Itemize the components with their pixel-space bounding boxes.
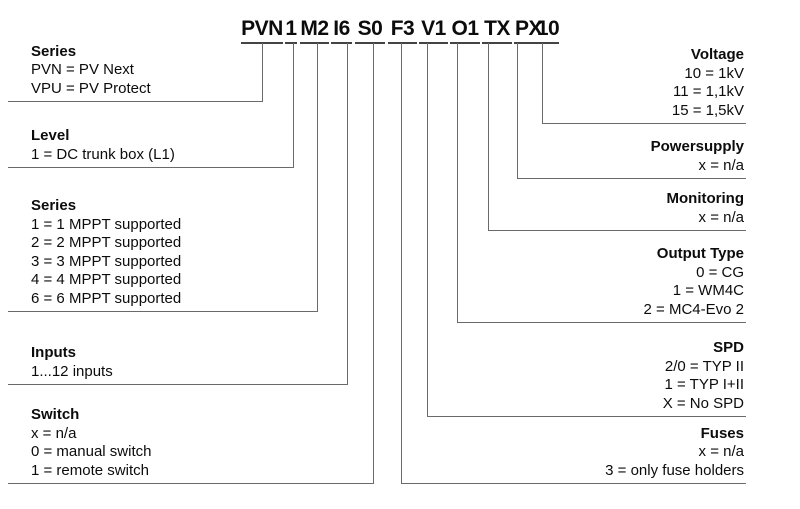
code-segment-i6: I6 <box>331 16 352 44</box>
section-line: 0 = manual switch <box>31 443 152 460</box>
section-line: x = n/a <box>698 208 744 226</box>
connector-i6-inputs <box>347 43 348 385</box>
section-line: 1...12 inputs <box>31 362 113 380</box>
section-title: Monitoring <box>666 190 744 207</box>
section-voltage: Voltage 10 = 1kV 11 = 1,1kV 15 = 1,5kV <box>542 46 746 124</box>
section-line: VPU = PV Protect <box>31 79 151 97</box>
code-segment-pvn: PVN <box>241 16 283 44</box>
connector-1-level <box>293 43 294 168</box>
section-line: 2 = 2 MPPT supported <box>31 234 182 251</box>
section-line: 2 = MC4-Evo 2 <box>643 300 744 318</box>
section-level: Level 1 = DC trunk box (L1) <box>8 127 293 168</box>
section-switch: Switch x = n/a 0 = manual switch 1 = rem… <box>8 406 373 484</box>
connector-pvn-series <box>262 43 263 102</box>
section-line: x = n/a <box>31 424 77 442</box>
section-title: Powersupply <box>650 138 744 155</box>
connector-10-voltage <box>542 43 543 124</box>
section-line: 11 = 1,1kV <box>672 83 744 100</box>
code-segment-10: 10 <box>537 16 560 44</box>
code-segment-o1: O1 <box>450 16 480 44</box>
section-line: X = No SPD <box>662 394 744 412</box>
section-line: 1 = remote switch <box>31 461 149 479</box>
connector-v1-spd <box>427 43 428 417</box>
connector-m2-series-mppt <box>317 43 318 312</box>
section-title: SPD <box>713 339 744 356</box>
connector-px-powersupply <box>517 43 518 179</box>
code-segment-f3: F3 <box>388 16 417 44</box>
section-line: 3 = 3 MPPT supported <box>31 252 182 270</box>
section-powersupply: Powersupply x = n/a <box>517 138 746 179</box>
section-line: 10 = 1kV <box>684 64 744 82</box>
section-title: Series <box>31 197 77 214</box>
section-series-mppt: Series 1 = 1 MPPT supported 2 = 2 MPPT s… <box>8 197 317 312</box>
section-line: 6 = 6 MPPT supported <box>31 289 182 307</box>
code-segment-px: PX <box>514 16 543 44</box>
section-line: 1 = 1 MPPT supported <box>31 215 182 233</box>
section-line: 15 = 1,5kV <box>671 101 744 119</box>
section-line: x = n/a <box>698 443 744 460</box>
section-output-type: Output Type 0 = CG 1 = WM4C 2 = MC4-Evo … <box>457 245 746 323</box>
section-line: 2/0 = TYP II <box>664 357 744 375</box>
section-line: 1 = DC trunk box (L1) <box>31 145 175 163</box>
section-line: 1 = WM4C <box>672 282 744 299</box>
section-line: 4 = 4 MPPT supported <box>31 271 182 288</box>
section-monitoring: Monitoring x = n/a <box>488 190 746 231</box>
section-line: 1 = TYP I+II <box>664 376 745 393</box>
connector-f3-fuses <box>401 43 402 484</box>
section-fuses: Fuses x = n/a 3 = only fuse holders <box>401 424 746 484</box>
section-title: Fuses <box>700 424 744 442</box>
section-series: Series PVN = PV Next VPU = PV Protect <box>8 42 262 102</box>
connector-o1-output-type <box>457 43 458 323</box>
section-line: PVN = PV Next <box>31 61 134 78</box>
section-spd: SPD 2/0 = TYP II 1 = TYP I+II X = No SPD <box>427 339 746 417</box>
section-title: Series <box>31 42 77 60</box>
section-line: 3 = only fuse holders <box>605 461 744 479</box>
section-title: Level <box>31 127 70 144</box>
code-segment-m2: M2 <box>300 16 329 44</box>
connector-tx-monitoring <box>488 43 489 231</box>
code-segment-level: 1 <box>285 16 297 44</box>
section-title: Output Type <box>656 245 744 262</box>
code-segment-v1: V1 <box>419 16 448 44</box>
section-title: Voltage <box>690 46 744 63</box>
code-segment-tx: TX <box>482 16 512 44</box>
code-segment-s0: S0 <box>355 16 385 44</box>
section-title: Inputs <box>31 344 76 361</box>
connector-s0-switch <box>373 43 374 484</box>
section-inputs: Inputs 1...12 inputs <box>8 344 347 385</box>
section-line: x = n/a <box>698 156 744 174</box>
section-line: 0 = CG <box>696 263 744 281</box>
section-title: Switch <box>31 406 80 423</box>
